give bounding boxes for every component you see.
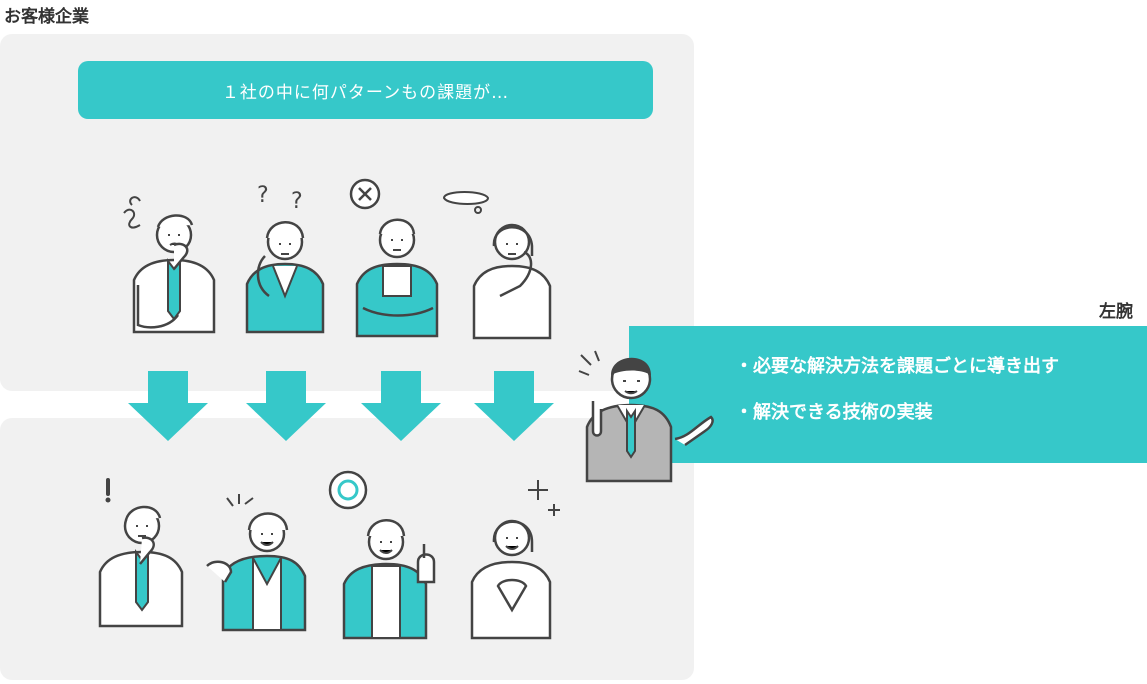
consultant-label: 左腕 [1099, 297, 1133, 322]
delighted-woman-illustration [466, 476, 576, 646]
crossed-arms-man-illustration [347, 178, 447, 343]
down-arrow-4 [474, 371, 554, 441]
down-arrow-3 [361, 371, 441, 441]
explaining-woman-illustration [205, 490, 315, 640]
svg-text:?: ? [257, 183, 269, 208]
customer-company-label: お客様企業 [4, 2, 89, 27]
thinking-woman-illustration [438, 184, 558, 344]
svg-text:?: ? [291, 189, 303, 214]
solution-item: ・解決できる技術の実装 [735, 401, 1059, 425]
consultant-man-illustration [577, 347, 717, 487]
problems-banner-text: １社の中に何パターンもの課題が… [222, 78, 509, 103]
solution-item: ・必要な解決方法を課題ごとに導き出す [735, 355, 1059, 379]
down-arrow-2 [246, 371, 326, 441]
worried-man-illustration [118, 185, 228, 345]
solutions-list: ・必要な解決方法を課題ごとに導き出す ・解決できる技術の実装 [735, 355, 1059, 447]
down-arrow-1 [128, 371, 208, 441]
confused-woman-illustration: ? ? [233, 180, 343, 345]
problems-banner: １社の中に何パターンもの課題が… [78, 61, 653, 119]
idea-man-illustration [328, 468, 448, 643]
realized-man-illustration [92, 476, 192, 641]
